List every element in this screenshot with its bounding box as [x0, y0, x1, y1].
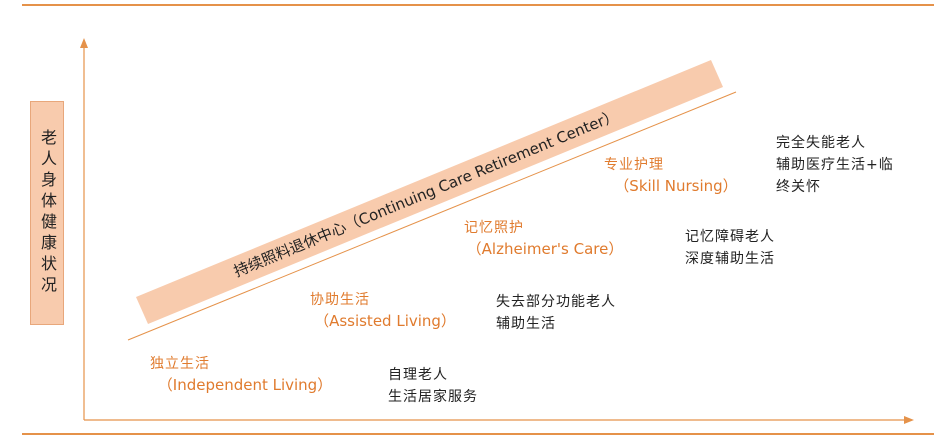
ccrc-band [136, 60, 723, 324]
stage-en-label: （Assisted Living） [314, 312, 456, 330]
diagonal-divider [127, 91, 737, 341]
description-line: 失去部分功能老人 [496, 294, 616, 310]
stage-description-alzheimers: 记忆障碍老人 深度辅助生活 [685, 226, 775, 270]
stage-zh-label: 独立生活 [150, 356, 210, 372]
stage-zh-label: 协助生活 [310, 292, 370, 308]
stage-alzheimers-care: 记忆照护 （Alzheimer's Care） [450, 218, 640, 260]
description-line: 生活居家服务 [388, 389, 478, 405]
top-border [22, 4, 934, 6]
stage-en-label: （Independent Living） [157, 376, 333, 394]
bottom-border [22, 433, 934, 435]
description-line: 终关怀 [776, 179, 821, 195]
description-line: 完全失能老人 [776, 135, 866, 151]
description-line: 记忆障碍老人 [685, 229, 775, 245]
stage-description-assisted: 失去部分功能老人 辅助生活 [496, 291, 616, 335]
description-line: 辅助医疗生活+临 [776, 157, 894, 173]
stage-en-label: （Skill Nursing） [614, 177, 738, 195]
description-line: 辅助生活 [496, 316, 556, 332]
stage-description-independent: 自理老人 生活居家服务 [388, 364, 478, 408]
y-axis-label-box: 老人身体健康状况 [30, 101, 64, 325]
stage-assisted-living: 协助生活 （Assisted Living） [302, 290, 468, 332]
stage-skill-nursing: 专业护理 （Skill Nursing） [598, 155, 754, 197]
stage-en-label: （Alzheimer's Care） [466, 240, 624, 258]
y-axis-label: 老人身体健康状况 [38, 129, 57, 297]
stage-zh-label: 记忆照护 [464, 220, 524, 236]
stage-independent-living: 独立生活 （Independent Living） [140, 354, 350, 396]
description-line: 深度辅助生活 [685, 251, 775, 267]
stage-description-skill-nursing: 完全失能老人 辅助医疗生活+临 终关怀 [776, 132, 894, 198]
description-line: 自理老人 [388, 367, 448, 383]
stage-zh-label: 专业护理 [604, 157, 664, 173]
